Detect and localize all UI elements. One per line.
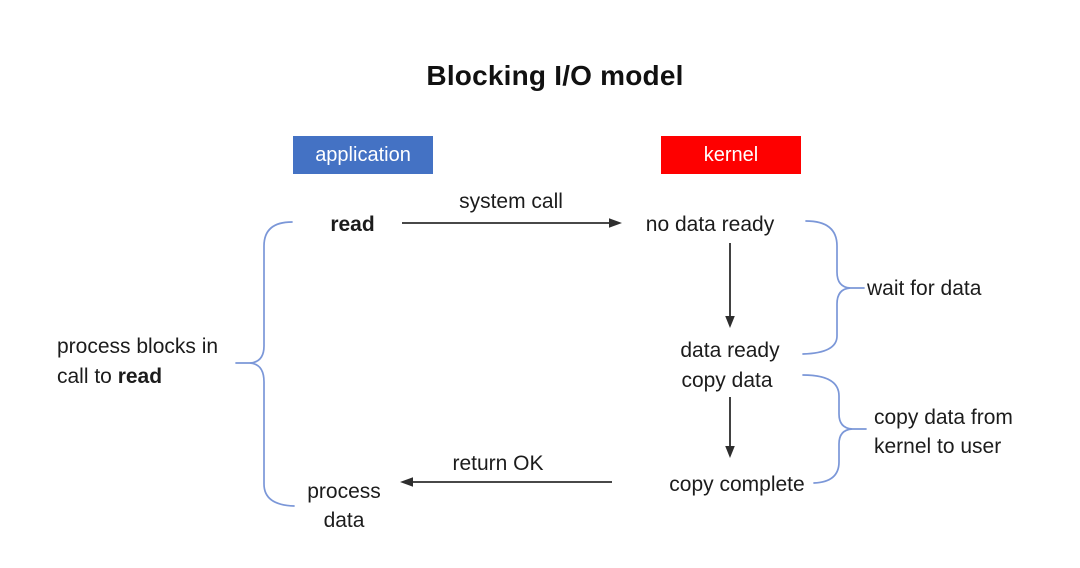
- arrow-wait: [725, 243, 735, 328]
- arrow-system-call: [402, 218, 622, 228]
- node-copy-data: copy data: [681, 369, 773, 392]
- kernel-box: kernel: [661, 136, 801, 174]
- application-box: application: [293, 136, 433, 174]
- node-data-ready: data ready: [680, 339, 780, 362]
- arrow-return-ok: [400, 477, 612, 487]
- annotation-copy-from-kernel: copy data from kernel to user: [874, 403, 1064, 461]
- edge-label-return-ok: return OK: [452, 452, 544, 475]
- node-copy-complete: copy complete: [669, 473, 805, 496]
- kernel-box-label: kernel: [703, 143, 759, 166]
- annotation-wait-for-data: wait for data: [867, 277, 982, 300]
- annotation-copy-from-line2: kernel to user: [874, 435, 1002, 458]
- annotation-process-blocks: process blocks in call to read: [57, 332, 257, 392]
- node-process-data-line2: data: [323, 509, 365, 532]
- application-box-label: application: [315, 143, 411, 166]
- node-process-data: process data: [294, 477, 394, 535]
- edge-label-system-call: system call: [459, 190, 563, 213]
- diagram-title: Blocking I/O model: [426, 60, 684, 91]
- annotation-call-to: call to: [57, 365, 118, 388]
- arrow-copy: [725, 397, 735, 458]
- node-read: read: [330, 213, 375, 236]
- brace-copy-from-kernel: [802, 374, 867, 484]
- annotation-process-blocks-line1: process blocks in: [57, 335, 219, 358]
- node-process-data-line1: process: [307, 480, 381, 503]
- annotation-process-blocks-line2: call to read: [57, 362, 257, 392]
- annotation-copy-from-line1: copy data from: [874, 406, 1013, 429]
- brace-wait-for-data: [802, 220, 865, 355]
- annotation-read-bold: read: [117, 365, 163, 388]
- node-no-data-ready: no data ready: [645, 213, 775, 236]
